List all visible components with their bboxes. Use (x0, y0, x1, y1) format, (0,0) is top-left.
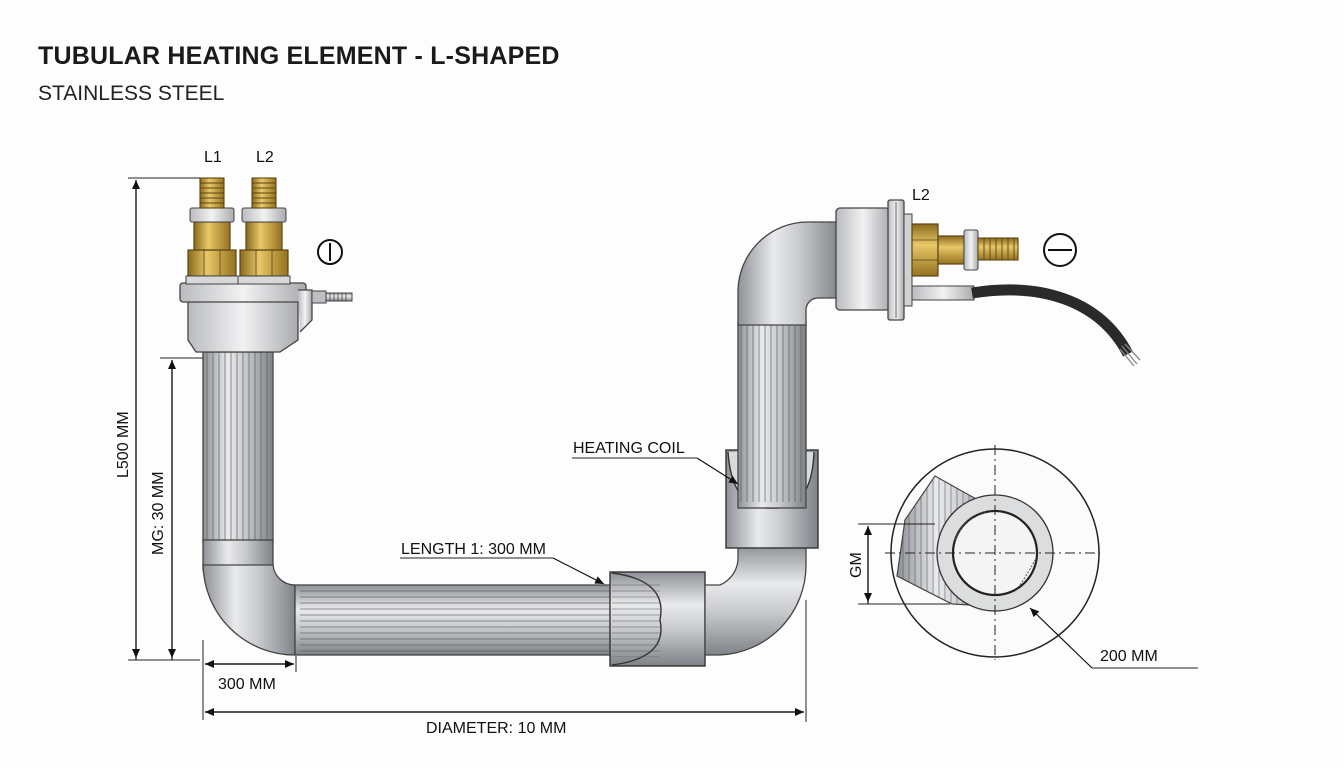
terminal-stud-l1 (185, 177, 239, 285)
gm-label: GM (848, 552, 865, 578)
length-1-label: LENGTH 1: 300 MM (401, 541, 546, 558)
terminal-l2-left-label: L2 (256, 149, 274, 166)
heating-tube (202, 221, 841, 667)
mg-label: MG: 30 MM (150, 471, 167, 555)
length-total-label: L500 MM (115, 411, 132, 478)
page-title: TUBULAR HEATING ELEMENT - L-SHAPED (38, 42, 560, 70)
terminal-stud-l2-left (237, 177, 291, 285)
heating-coil-label: HEATING COIL (573, 440, 685, 457)
width-300-label: 300 MM (218, 676, 276, 693)
right-terminal-head (835, 199, 1141, 367)
terminal-l1-label: L1 (204, 149, 222, 166)
diameter-label: DIAMETER: 10 MM (426, 720, 566, 737)
cross-section-detail (885, 445, 1100, 660)
dimension-lines (128, 177, 1198, 722)
right-minus-symbol-icon (1043, 233, 1077, 267)
terminal-l2-right-label: L2 (912, 187, 930, 204)
left-symbol-icon (317, 239, 343, 265)
page-subtitle: STAINLESS STEEL (38, 82, 225, 105)
section-200-label: 200 MM (1100, 648, 1158, 665)
left-terminal-head (179, 282, 353, 353)
